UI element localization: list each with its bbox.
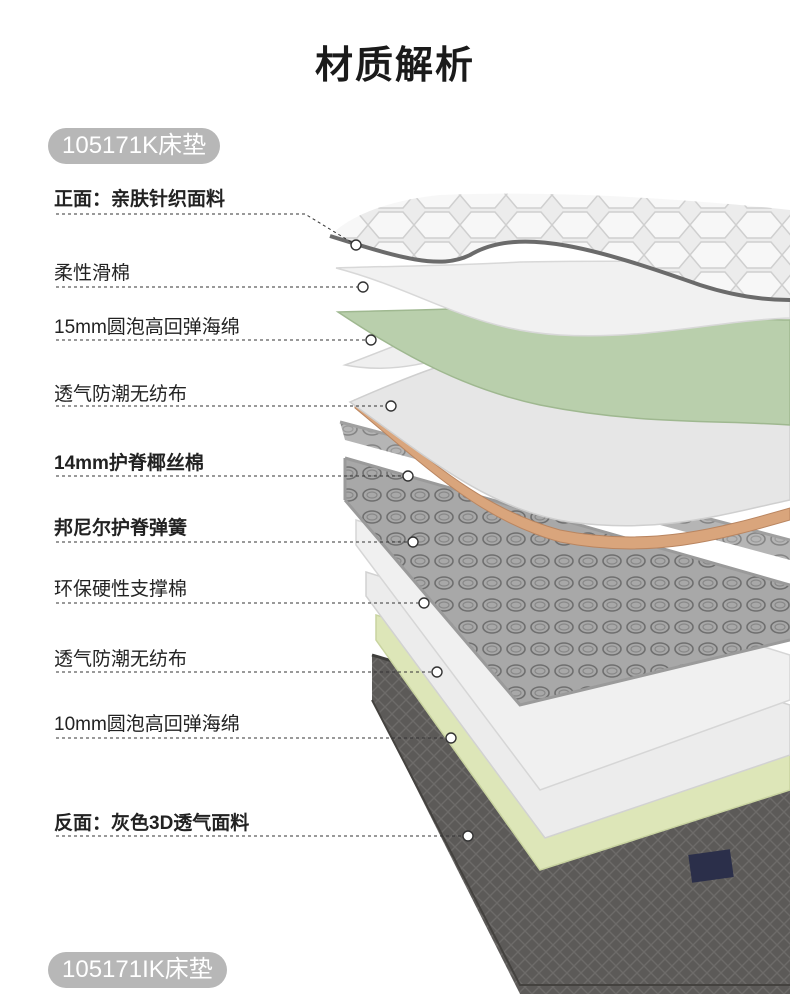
layer-label-coir: 14mm护脊椰丝棉 — [54, 453, 204, 474]
layer-soft-cotton — [335, 260, 790, 337]
layer-label-knit-fabric: 正面：亲肤针织面料 — [54, 189, 226, 210]
layer-label-15mm-foam: 15mm圆泡高回弹海绵 — [54, 317, 240, 338]
page-title: 材质解析 — [314, 45, 475, 87]
product-name-badge: 105171K床垫 — [48, 128, 221, 164]
layer-label-soft-cotton: 柔性滑棉 — [54, 263, 131, 284]
product-name-badge-bottom: 105171IK床垫 — [48, 952, 227, 988]
layer-label-bonnell-spring: 邦尼尔护脊弹簧 — [54, 518, 188, 539]
layer-coir — [354, 398, 790, 550]
leader-dots — [350, 239, 474, 842]
layer-label-grey-fabric: 反面：灰色3D透气面料 — [54, 813, 250, 834]
layer-label-nonwoven-1: 透气防潮无纺布 — [54, 384, 188, 405]
layer-label-support-cotton: 环保硬性支撑棉 — [54, 579, 188, 600]
layer-label-10mm-foam: 10mm圆泡高回弹海绵 — [54, 714, 240, 735]
layer-knit-fabric — [329, 193, 790, 302]
layer-label-nonwoven-2: 透气防潮无纺布 — [54, 649, 188, 670]
leader-lines — [56, 213, 468, 837]
